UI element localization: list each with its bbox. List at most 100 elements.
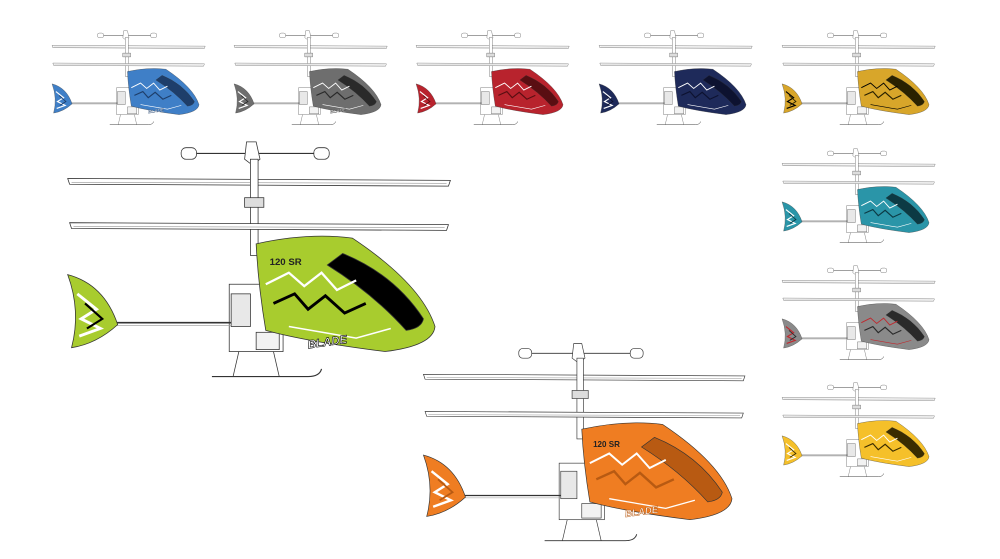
tail-fin-graphic: [785, 91, 797, 110]
tail-fin-graphic-dark: [788, 330, 797, 341]
tail-fin-graphic-dark: [240, 95, 249, 106]
canopy-stripe-dark: [316, 90, 354, 100]
motor: [481, 91, 490, 105]
swashplate: [852, 404, 861, 410]
skid-strut-rear: [864, 114, 867, 125]
flybar-weight-left: [827, 32, 834, 38]
helicopter-drawing: [598, 30, 753, 125]
flybar-weight-left: [827, 150, 834, 156]
flybar-weight-left: [180, 147, 197, 160]
blade-decal: BLADE: [307, 334, 348, 351]
helicopter-drawing: [781, 265, 936, 360]
swashplate: [669, 52, 678, 58]
blade-decal: BLADE: [148, 107, 165, 114]
upper-rotor-blade: [781, 397, 936, 401]
skid-strut-front: [118, 114, 121, 125]
canopy: [491, 68, 564, 115]
flybar-weight-left: [97, 32, 104, 38]
landing-skid: [109, 121, 154, 125]
tail-fin-graphic-dark: [788, 95, 797, 106]
helicopter-gray-red-svg: [781, 265, 936, 360]
swashplate: [304, 52, 313, 58]
helicopter-drawing: [781, 148, 936, 243]
upper-rotor-blade: [233, 45, 388, 49]
tail-fin-graphic-dark: [422, 95, 431, 106]
helicopter-navy: [595, 30, 757, 130]
canopy-stripe-dark: [272, 292, 367, 315]
flybar-weight-left: [827, 267, 834, 273]
flybar-weight-right: [880, 267, 887, 273]
upper-rotor-blade: [415, 45, 570, 49]
helicopter-drawing: BLADE: [233, 30, 388, 125]
motor: [299, 91, 308, 105]
skid-strut-front: [562, 519, 568, 541]
tail-fin-graphic-dark: [58, 95, 67, 106]
windshield: [702, 75, 742, 107]
lower-rotor-blade: [599, 62, 752, 67]
canopy: [127, 68, 200, 115]
lower-blade-line: [73, 226, 445, 228]
battery: [127, 106, 137, 114]
helicopter-gray-svg: BLADE: [233, 30, 388, 125]
skid-strut-rear: [498, 114, 501, 125]
upper-rotor-blade: [781, 280, 936, 284]
skid-strut-rear: [316, 114, 319, 125]
model-label: 120 SR: [270, 257, 302, 268]
swashplate: [852, 52, 861, 58]
motor: [560, 470, 578, 500]
tail-fin-graphic: [602, 91, 614, 110]
swashplate: [852, 170, 861, 176]
tail-fin-graphic-dark: [788, 447, 797, 458]
skid-strut-front: [848, 349, 851, 360]
tail-fin-graphic: [55, 91, 67, 110]
canopy-stripe-light: [861, 434, 898, 443]
canopy-stripe-light: [861, 317, 898, 326]
landing-skid: [839, 356, 884, 360]
tail-fin-graphic: [430, 470, 454, 508]
canopy-stripe-light: [861, 200, 898, 209]
canopy-stripe-lower: [322, 104, 364, 110]
landing-skid: [839, 121, 884, 125]
helicopter-drawing: [415, 30, 570, 125]
upper-rotor-blade: [781, 45, 936, 49]
battery: [674, 106, 684, 114]
flybar-weight-right: [514, 32, 521, 38]
flybar-weight-right: [150, 32, 157, 38]
swashplate: [571, 390, 589, 399]
lower-rotor-blade: [782, 414, 935, 419]
motor: [847, 209, 856, 223]
motor: [230, 293, 251, 327]
skid-strut-front: [482, 114, 485, 125]
skid-strut-front: [848, 114, 851, 125]
upper-rotor-blade: [67, 178, 451, 187]
flybar-weight-left: [279, 32, 286, 38]
canopy-stripe-lower: [870, 339, 912, 345]
helicopter-lime-svg: 120 SR BLADE: [67, 141, 451, 378]
swashplate: [244, 197, 265, 208]
canopy: [674, 68, 747, 115]
helicopter-red: [412, 30, 574, 130]
lower-rotor-blade: [424, 411, 744, 419]
battery: [491, 106, 501, 114]
helicopter-drawing: [781, 30, 936, 125]
lower-rotor-blade: [782, 62, 935, 67]
helicopter-gold-svg: [781, 30, 936, 125]
helicopter-navy-svg: [598, 30, 753, 125]
lower-blade-line: [428, 414, 741, 416]
canopy: [857, 68, 930, 115]
swashplate: [486, 52, 495, 58]
landing-skid: [656, 121, 701, 125]
battery: [857, 106, 867, 114]
motor: [847, 91, 856, 105]
tail-fin-graphic-dark: [437, 478, 455, 502]
helicopter-blue: BLADE: [48, 30, 210, 130]
flybar-weight-right: [880, 32, 887, 38]
flybar-weight-right: [313, 147, 330, 160]
canopy-stripe-lower: [609, 498, 696, 510]
tail-fin-graphic-dark: [84, 302, 105, 330]
helicopter-yellow-svg: [781, 382, 936, 477]
canopy-stripe-dark: [864, 325, 902, 335]
